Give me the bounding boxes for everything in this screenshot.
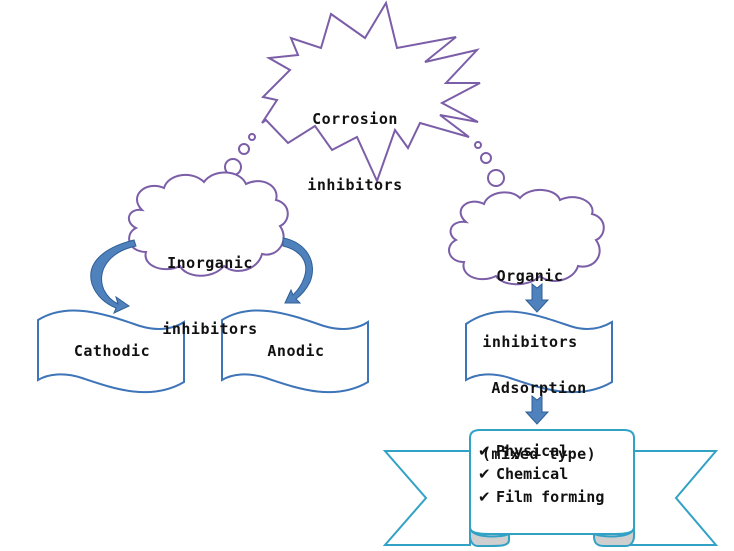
organic-inhibitors-line2: inhibitors	[482, 333, 578, 351]
mechanisms-checklist: ✔ Physical ✔ Chemical ✔ Film forming	[478, 440, 604, 509]
corrosion-inhibitors-line1: Corrosion	[312, 110, 398, 128]
mechanism-label: Chemical	[496, 465, 569, 483]
ribbon-left-tail	[382, 450, 471, 546]
organic-inhibitors-line1: Organic	[496, 267, 564, 285]
ribbon-inner-fold-line-right	[593, 527, 635, 538]
corrosion-inhibitors-label: Corrosion inhibitors	[300, 64, 410, 218]
adsorption-line2: (mixed type)	[481, 445, 597, 463]
ribbon-inner-fold-line-left	[469, 527, 510, 538]
corrosion-inhibitors-starburst	[260, 0, 481, 184]
curved-arrow-to-anodic	[282, 237, 313, 304]
thought-bubble-medium	[480, 152, 492, 164]
checkmark-icon: ✔	[478, 442, 491, 460]
down-arrow-to-mechanisms	[524, 394, 550, 425]
adsorption-label: Adsorption (mixed type)	[470, 333, 608, 487]
checkmark-icon: ✔	[478, 488, 491, 506]
anodic-label: Anodic	[267, 342, 325, 360]
adsorption-banner	[465, 310, 613, 394]
corrosion-inhibitors-line2: inhibitors	[307, 176, 403, 194]
anodic-banner	[221, 309, 369, 394]
down-arrow-to-adsorption	[524, 282, 550, 313]
mechanism-label: Physical	[496, 442, 569, 460]
inorganic-inhibitors-line1: Inorganic	[167, 254, 253, 272]
thought-bubble-medium	[238, 143, 250, 155]
mechanism-item: ✔ Chemical	[478, 463, 604, 486]
checkmark-icon: ✔	[478, 465, 491, 483]
organic-inhibitors-label: Organic inhibitors	[470, 221, 590, 375]
adsorption-line1: Adsorption	[491, 379, 587, 397]
organic-inhibitors-cloud	[448, 189, 605, 286]
thought-bubble-large	[487, 169, 505, 187]
thought-bubble-small	[248, 133, 256, 141]
cathodic-banner	[37, 309, 185, 394]
thought-bubble-small	[474, 141, 482, 149]
inorganic-inhibitors-label: Inorganic inhibitors	[150, 208, 270, 362]
mechanism-item: ✔ Film forming	[478, 486, 604, 509]
mechanism-item: ✔ Physical	[478, 440, 604, 463]
inorganic-inhibitors-cloud	[127, 171, 289, 277]
inorganic-inhibitors-line2: inhibitors	[162, 320, 258, 338]
mechanism-label: Film forming	[496, 488, 605, 506]
cathodic-label: Cathodic	[73, 342, 151, 360]
curved-arrow-to-cathodic	[90, 239, 137, 314]
mechanisms-ribbon	[382, 429, 719, 547]
